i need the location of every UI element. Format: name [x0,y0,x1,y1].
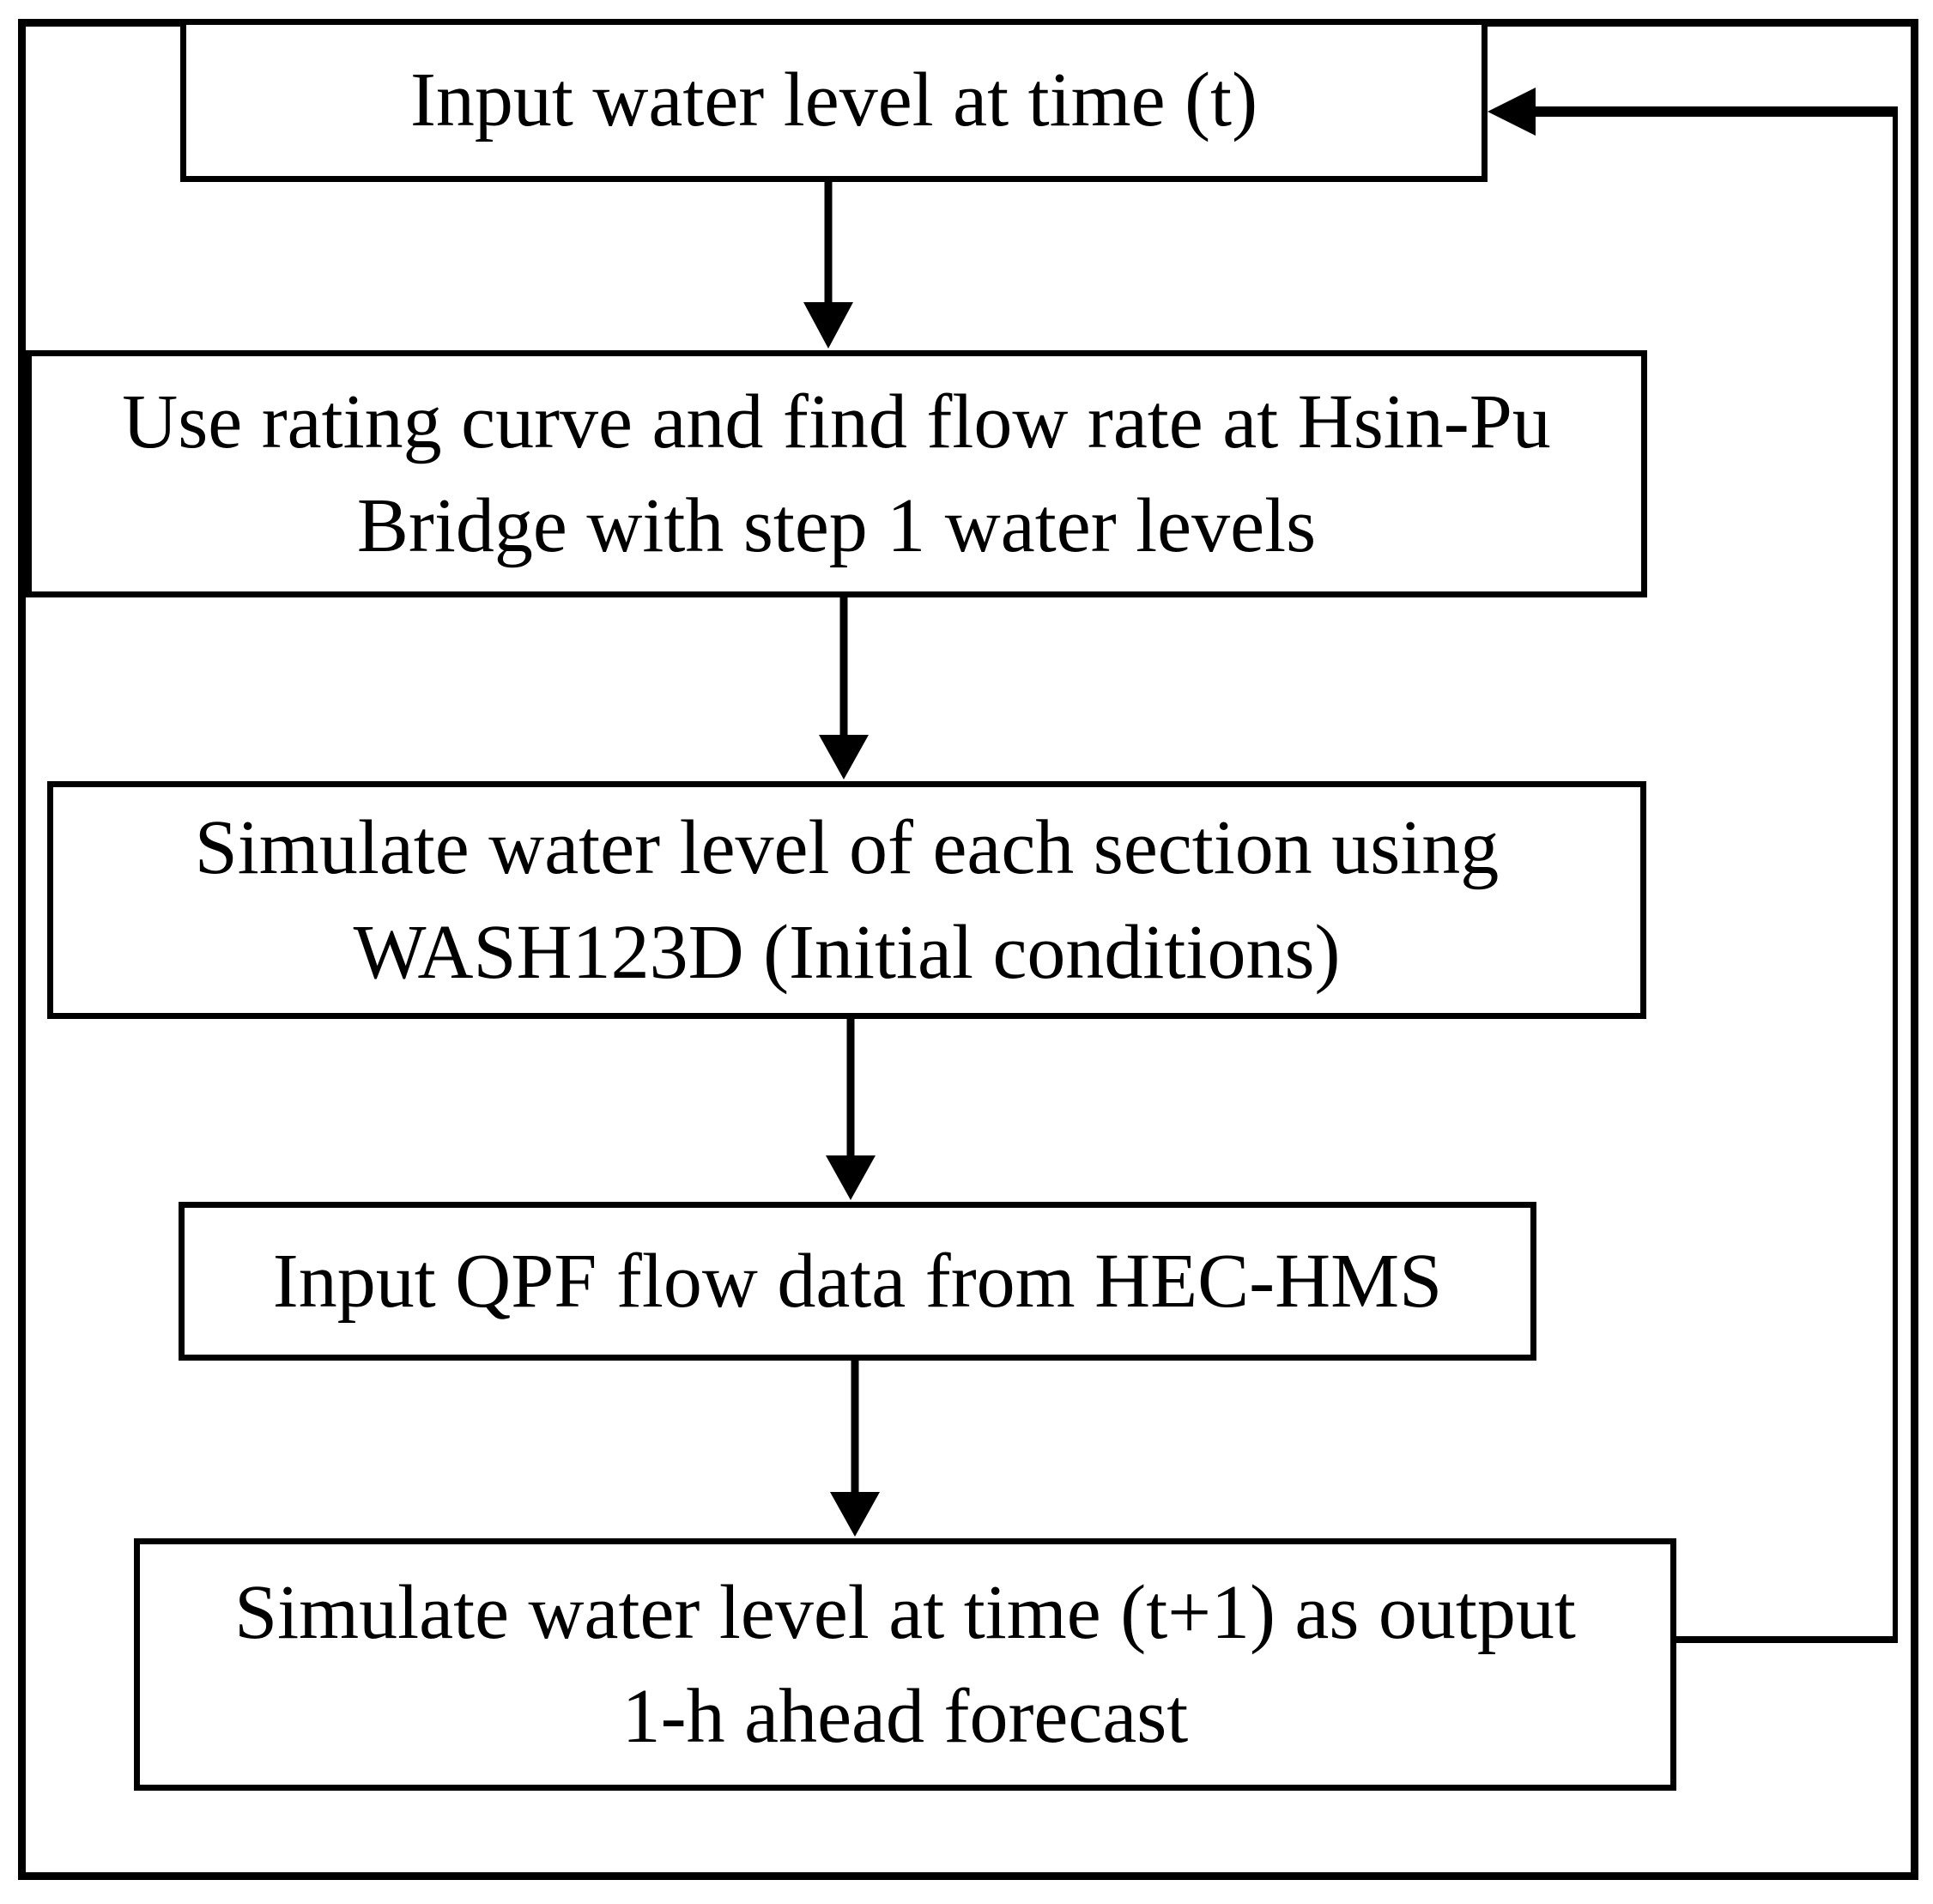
flow-node-input-qpf-flow: Input QPF flow data from HEC-HMS [179,1202,1536,1361]
flow-node-simulate-next-step: Simulate water level at time (t+1) as ou… [134,1538,1676,1791]
flow-node-simulate-sections: Simulate water level of each section usi… [47,781,1646,1019]
flow-node-rating-curve-flow-rate: Use rating curve and find flow rate at H… [26,350,1647,597]
flow-node-input-water-level: Input water level at time (t) [180,19,1488,182]
